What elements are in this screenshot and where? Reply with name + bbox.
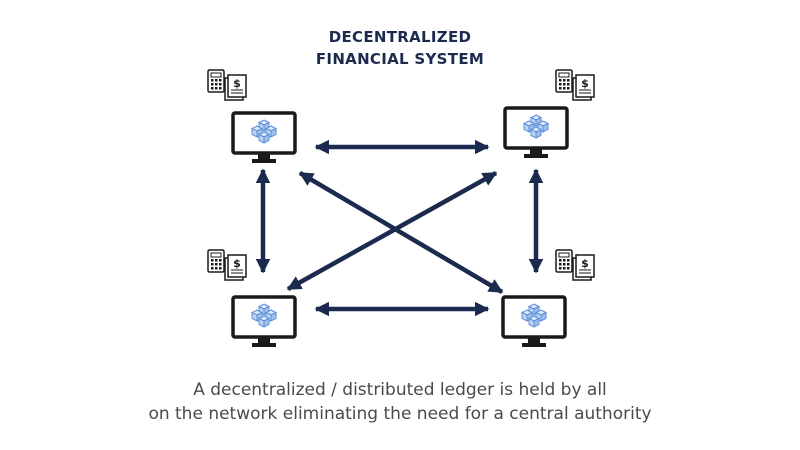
computer-icon bbox=[233, 113, 295, 163]
calculator-ledger-icon bbox=[555, 249, 595, 281]
calculator-ledger-icon bbox=[207, 69, 247, 101]
node-bottom-right bbox=[503, 249, 595, 347]
node-top-left bbox=[207, 69, 295, 163]
calculator-ledger-icon bbox=[207, 249, 247, 281]
computer-icon bbox=[233, 297, 295, 347]
computer-icon bbox=[505, 108, 567, 158]
node-bottom-left bbox=[207, 249, 295, 347]
calculator-ledger-icon bbox=[555, 69, 595, 101]
computer-icon bbox=[503, 297, 565, 347]
diagram-title-line-2: FINANCIAL SYSTEM bbox=[315, 50, 485, 68]
diagram-title-line-1: DECENTRALIZED bbox=[328, 28, 472, 46]
node-top-right bbox=[505, 69, 595, 158]
connection-arrow-diagonal-down bbox=[298, 171, 504, 294]
caption-line-1: A decentralized / distributed ledger is … bbox=[193, 380, 607, 400]
connection-arrow-diagonal-up bbox=[286, 171, 498, 291]
caption-line-2: on the network eliminating the need for … bbox=[148, 404, 652, 424]
